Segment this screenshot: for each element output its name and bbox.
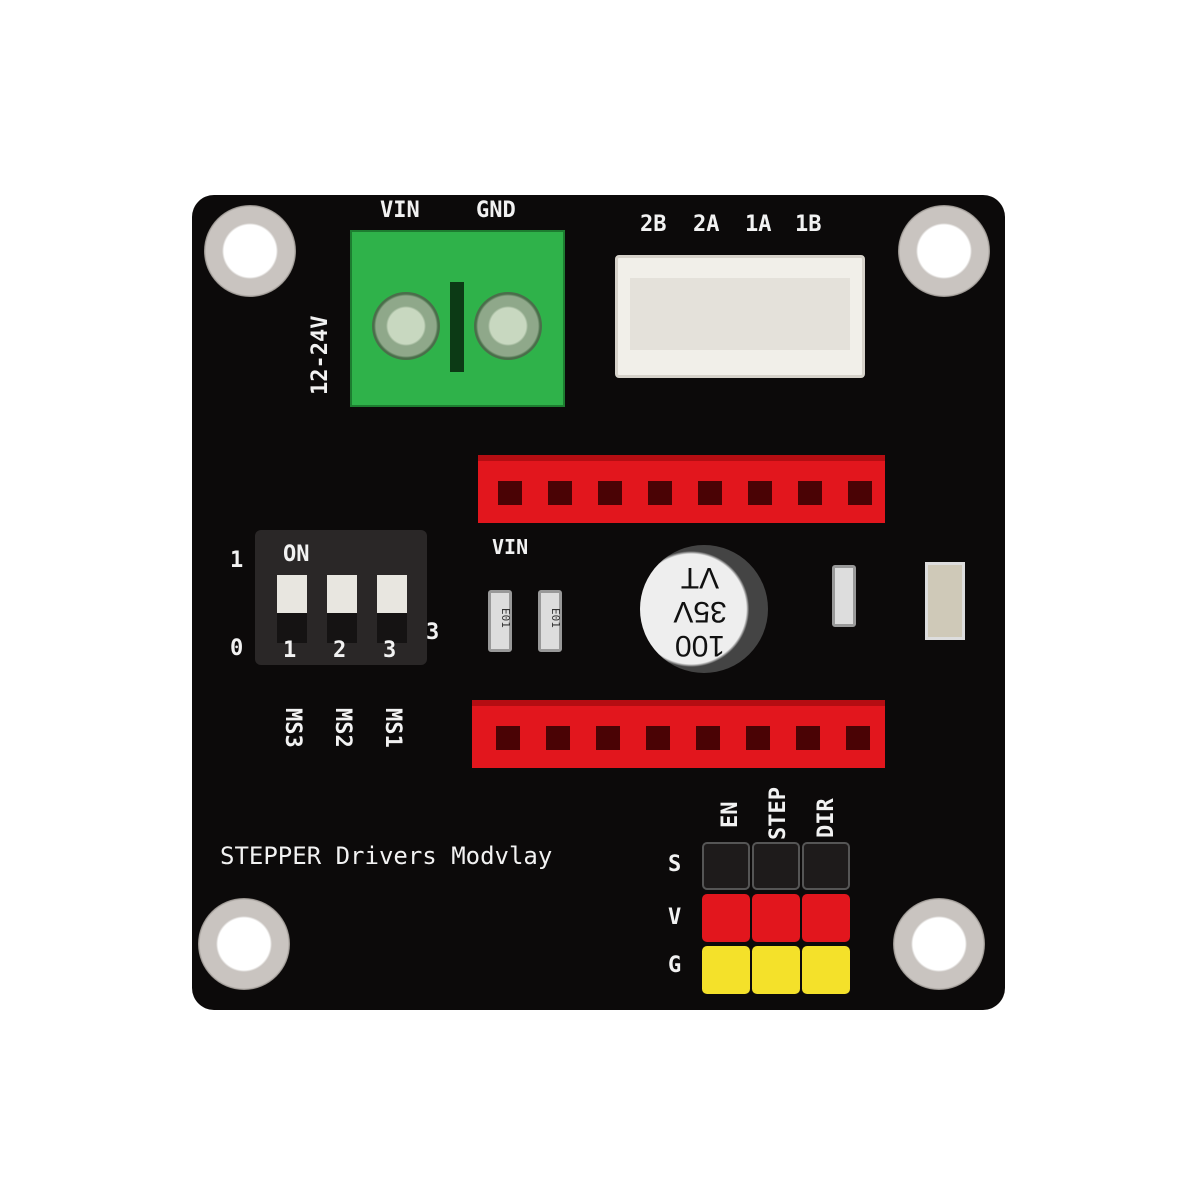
pin-v-dir[interactable] [802,894,850,942]
header-vin-label: VIN [492,535,529,559]
dip-state-0: 0 [230,636,244,661]
dip-number: 1 [283,638,297,663]
mount-hole [204,205,296,297]
dip-switch-2[interactable] [327,575,357,643]
mount-hole [198,898,290,990]
dip-number: 3 [383,638,397,663]
vin-label: VIN [380,198,420,223]
dip-switch-1[interactable] [277,575,307,643]
pin-s-en[interactable] [702,842,750,890]
dip-number: 2 [333,638,347,663]
dip-switch[interactable]: ON 1 2 3 [255,530,427,665]
motor-label-2a: 2A [693,212,720,237]
pin-g-dir[interactable] [802,946,850,994]
dip-switch-3[interactable] [377,575,407,643]
capacitor [640,545,768,673]
driver-header-top [478,455,885,523]
voltage-label: 12-24V [308,315,333,395]
ms3-label: MS3 [280,708,305,748]
motor-label-1a: 1A [745,212,772,237]
resistor [488,590,512,652]
row-v-label: V [668,905,682,930]
motor-label-2b: 2B [640,212,667,237]
resistor [538,590,562,652]
driver-header-bottom [472,700,885,768]
dip-on-label: ON [283,542,310,567]
dir-label: DIR [814,798,839,838]
pin-g-en[interactable] [702,946,750,994]
gnd-label: GND [476,198,516,223]
pin-v-step[interactable] [752,894,800,942]
pin-s-dir[interactable] [802,842,850,890]
ms2-label: MS2 [330,708,355,748]
led [925,562,965,640]
en-label: EN [718,801,743,829]
screw-icon [474,292,542,360]
motor-connector [615,255,865,378]
step-label: STEP [766,787,791,840]
pin-v-en[interactable] [702,894,750,942]
board-title: STEPPER Drivers Modvlay [220,842,553,870]
pin-s-step[interactable] [752,842,800,890]
resistor [832,565,856,627]
mount-hole [893,898,985,990]
row-s-label: S [668,852,682,877]
screw-icon [372,292,440,360]
pin-g-step[interactable] [752,946,800,994]
dip-side-number: 3 [426,620,440,645]
power-terminal-block [350,230,565,407]
mount-hole [898,205,990,297]
row-g-label: G [668,953,682,978]
ms1-label: MS1 [380,708,405,748]
dip-state-1: 1 [230,548,244,573]
motor-label-1b: 1B [795,212,822,237]
